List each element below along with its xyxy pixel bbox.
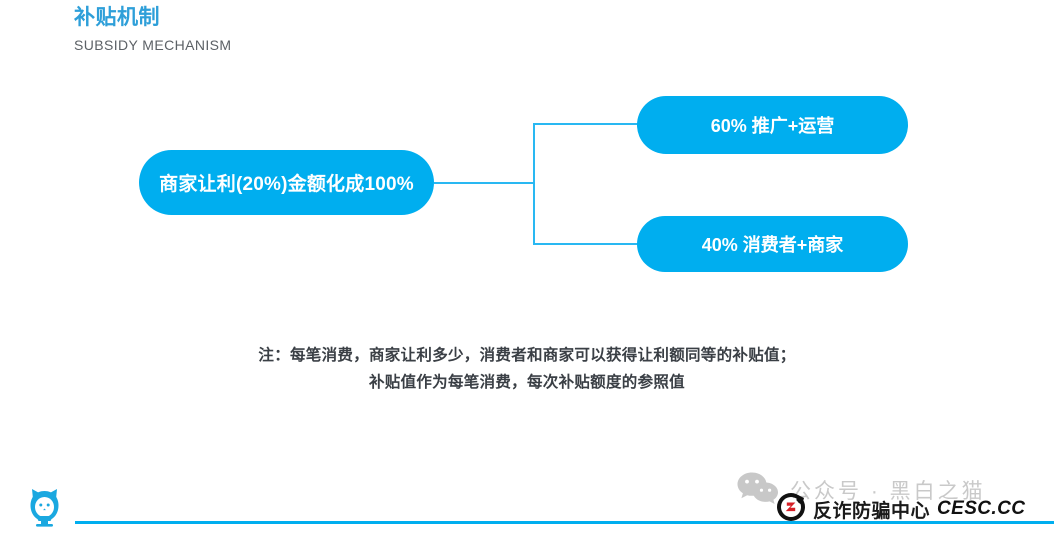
cesc-watermark: 反诈防骗中心 CESC.CC [776,492,1026,527]
page-subtitle: SUBSIDY MECHANISM [74,37,232,53]
source-node[interactable]: 商家让利(20%)金额化成100% [139,150,434,215]
connector-arm-top [533,123,639,125]
branch-node-consumer[interactable]: 40% 消费者+商家 [637,216,908,272]
cat-logo-icon [22,485,67,530]
branch-node-promotion[interactable]: 60% 推广+运营 [637,96,908,154]
page-title: 补贴机制 [74,6,160,29]
branch-node-consumer-label: 40% 消费者+商家 [701,235,844,255]
connector-arm-bottom [533,243,639,245]
wechat-watermark-text: 公众号 · 黑白之猫 [790,480,986,503]
note-block: 注：每笔消费，商家让利多少，消费者和商家可以获得让利额同等的补贴值； 补贴值作为… [0,342,1054,396]
cesc-watermark-domain: CESC.CC [937,498,1026,519]
slide-header: 补贴机制 SUBSIDY MECHANISM [74,4,574,56]
connector-stem [434,182,535,184]
wechat-watermark: 公众号 · 黑白之猫 [736,470,1046,510]
footer-rule [75,521,1054,524]
note-line-2: 补贴值作为每笔消费，每次补贴额度的参照值 [368,374,685,391]
source-node-label: 商家让利(20%)金额化成100% [159,174,414,195]
connector-spine [533,123,535,245]
note-line-1: 注：每笔消费，商家让利多少，消费者和商家可以获得让利额同等的补贴值； [258,347,796,364]
cesc-watermark-text-cn: 反诈防骗中心 [813,500,931,522]
cesc-circle-logo-icon [776,492,806,527]
wechat-icon [736,471,780,510]
branch-node-promotion-label: 60% 推广+运营 [710,116,835,136]
